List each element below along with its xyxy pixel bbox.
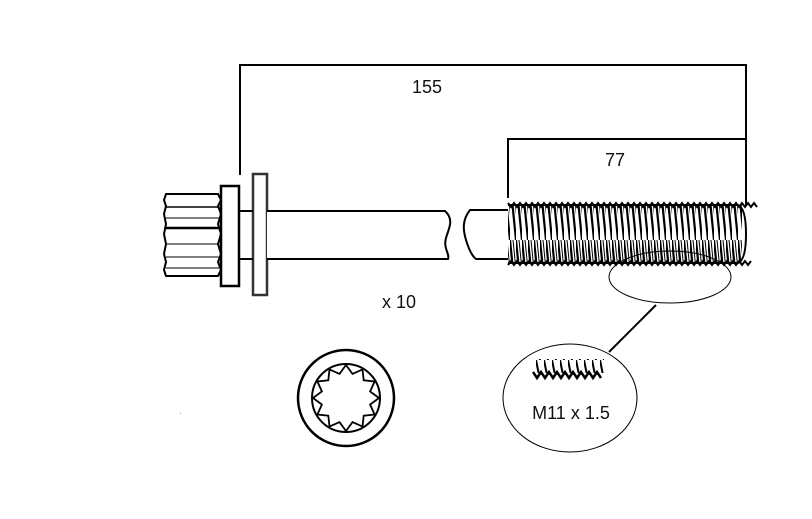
thread-length-label: 77 <box>605 150 625 170</box>
overall-length-dimension: 155 <box>239 64 747 205</box>
speck <box>180 413 181 414</box>
twelve-point-spline <box>311 363 381 433</box>
head-flange <box>219 184 241 288</box>
detail-thread-sample <box>533 359 604 373</box>
overall-dimension-line <box>239 64 747 205</box>
shank-right <box>462 209 508 260</box>
leader-line <box>608 304 657 353</box>
washer <box>251 172 269 297</box>
thread-dimension-line <box>507 138 746 198</box>
end-view-outer-circle <box>296 348 396 448</box>
bolt-shank <box>239 209 508 260</box>
bolt-head <box>162 184 241 288</box>
thread-spec-label: M11 x 1.5 <box>532 403 610 423</box>
head-end-view <box>296 348 396 448</box>
quantity-label: x 10 <box>382 292 416 312</box>
thread-length-dimension: 77 <box>507 138 746 198</box>
shank-left <box>267 210 452 260</box>
end-view-inner-circle <box>311 363 381 433</box>
detail-source-ellipse <box>608 250 732 304</box>
overall-length-label: 155 <box>412 77 442 97</box>
thread-hatching <box>508 205 742 263</box>
threaded-section <box>507 201 758 267</box>
thread-detail-callout: M11 x 1.5 <box>502 250 732 453</box>
